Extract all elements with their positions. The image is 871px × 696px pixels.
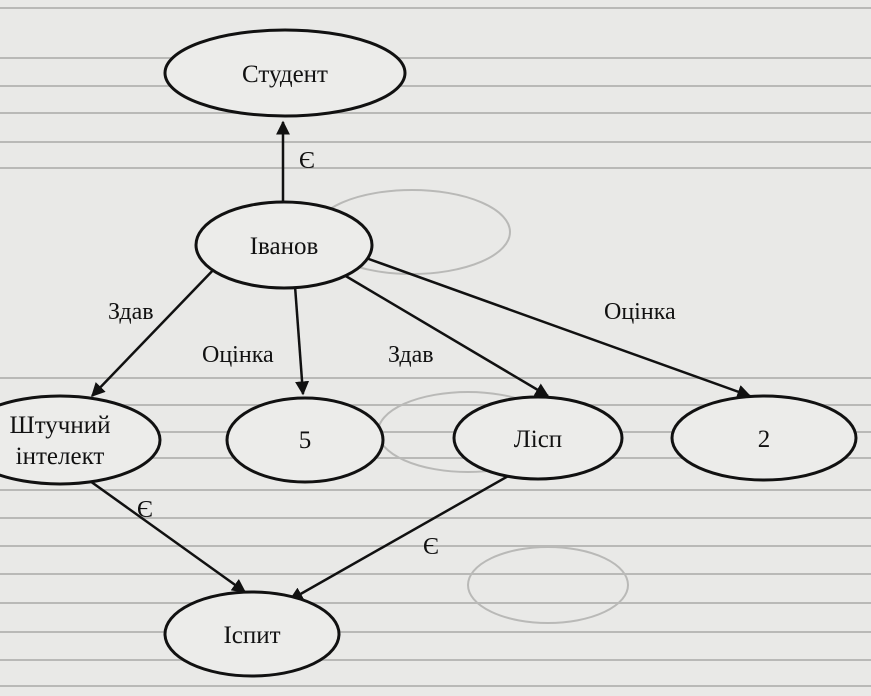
edge-ivanov-five [293,285,310,396]
edge-label-lisp-exam: Є [423,534,439,560]
edge-labels: Є Здав Оцінка Здав Оцінка Є Є [108,148,676,560]
node-ivanov-label: Іванов [250,233,319,260]
node-ai-label-line1: Штучний [9,412,110,439]
edge-label-ivanov-five: Оцінка [202,342,274,368]
edge-label-ivanov-two: Оцінка [604,299,676,325]
edge-label-ivanov-student: Є [299,148,315,174]
edge-ai-exam [82,474,247,594]
node-lisp-label: Лісп [514,426,562,453]
node-lisp: Лісп [452,395,624,481]
edges [82,120,752,602]
edge-ivanov-two [365,256,752,399]
node-ivanov: Іванов [194,200,374,290]
node-ai: Штучний інтелект [0,394,162,486]
node-ai-label-line2: інтелект [16,443,105,470]
node-two: 2 [670,394,858,482]
node-student: Студент [163,28,407,118]
node-five-label: 5 [299,427,312,454]
edge-lisp-exam [288,473,511,602]
node-five: 5 [225,396,385,484]
edge-ivanov-ai [91,264,219,398]
edge-label-ai-exam: Є [137,497,153,523]
node-two-label: 2 [758,426,771,453]
node-exam: Іспит [163,590,341,678]
node-exam-label: Іспит [223,622,280,649]
edge-label-ivanov-lisp: Здав [388,342,434,368]
edge-label-ivanov-ai: Здав [108,299,154,325]
edge-ivanov-lisp [343,273,550,398]
node-student-label: Студент [242,61,328,88]
